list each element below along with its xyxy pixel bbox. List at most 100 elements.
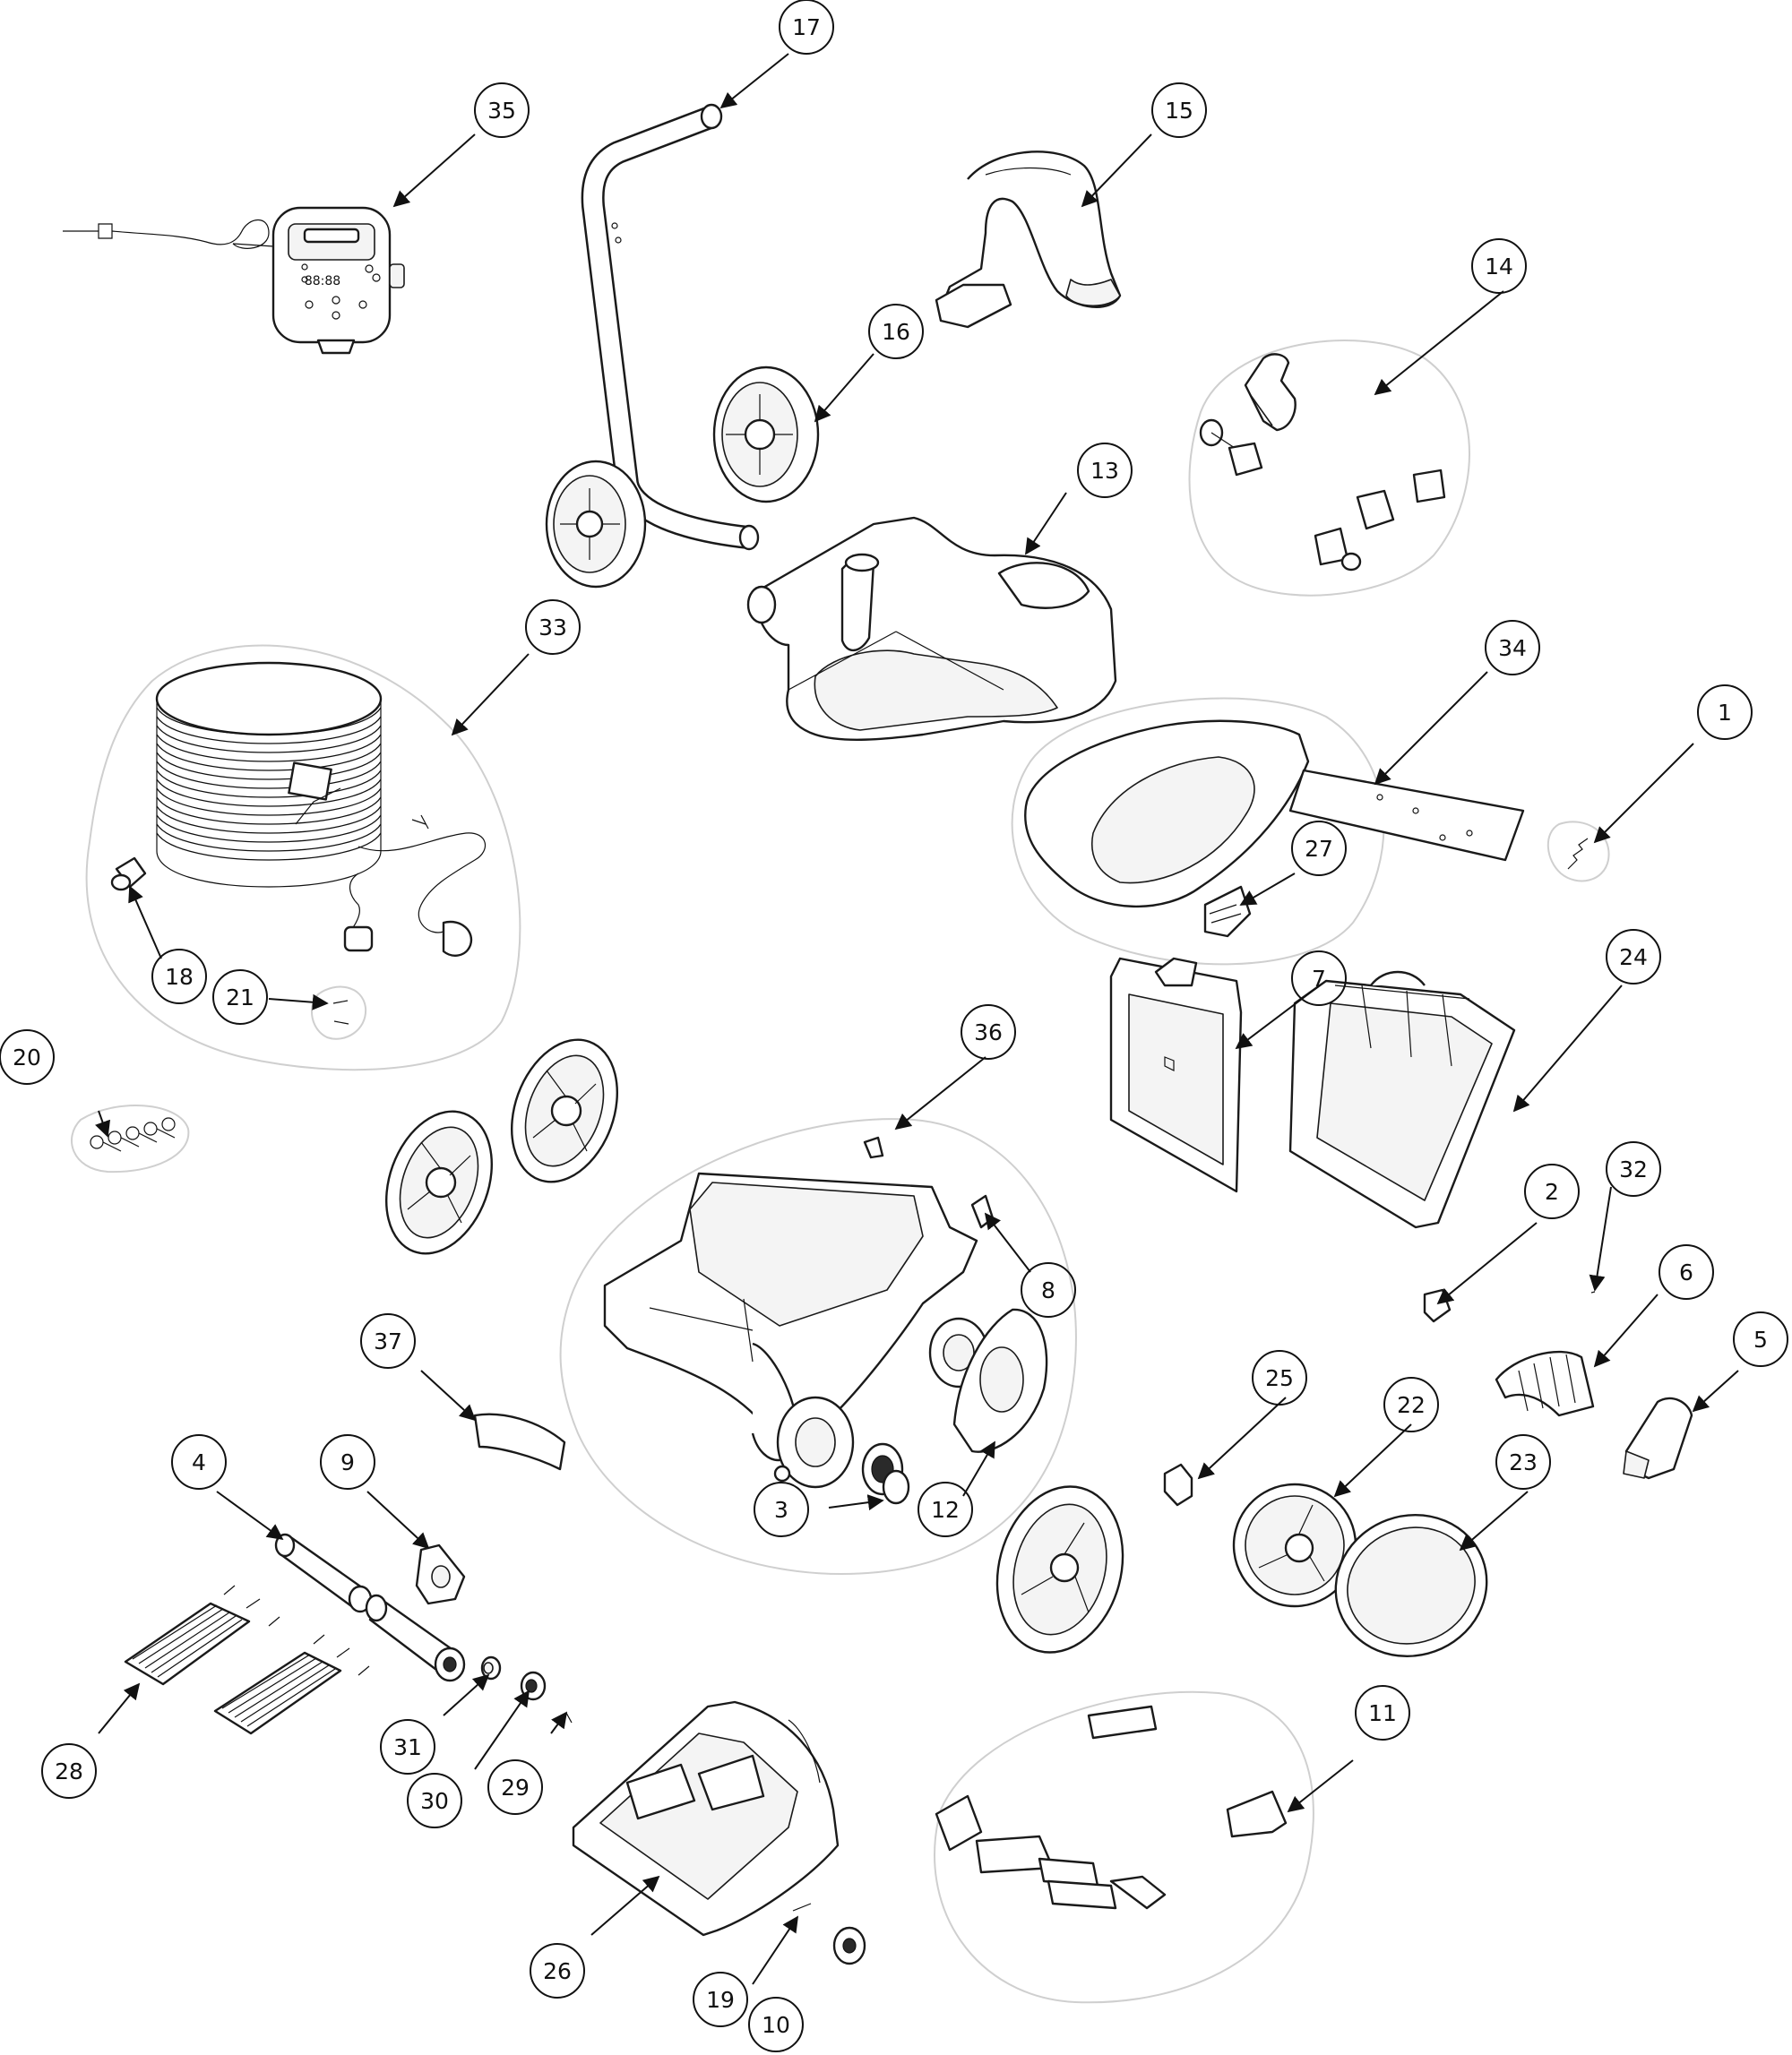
svg-text:36: 36: [974, 1019, 1003, 1045]
callout-31: 31: [380, 1719, 435, 1775]
callout-34: 34: [1485, 620, 1540, 675]
callout-10: 10: [748, 1997, 804, 2052]
svg-text:3: 3: [774, 1497, 788, 1523]
robot-lid: [1024, 719, 1525, 908]
group-outline-21: [311, 985, 367, 1040]
cable-clips: [332, 1000, 349, 1025]
svg-text:29: 29: [501, 1775, 530, 1801]
hose-clips: [90, 1117, 176, 1152]
group-outline-33: [85, 644, 521, 1071]
robot-chassis: [603, 1172, 989, 1489]
front-bumper: [473, 1413, 566, 1471]
callout-14: 14: [1471, 238, 1527, 294]
group-outline-14: [1188, 340, 1470, 597]
svg-text:23: 23: [1509, 1449, 1538, 1475]
svg-text:24: 24: [1619, 944, 1648, 970]
svg-text:7: 7: [1312, 966, 1326, 992]
callout-37: 37: [360, 1313, 416, 1369]
lid-latch: [1203, 885, 1252, 938]
svg-text:10: 10: [762, 2012, 790, 2038]
robot-wheel-left-front: [384, 1110, 494, 1255]
svg-text:34: 34: [1498, 635, 1527, 661]
group-outline-1: [1546, 821, 1610, 882]
callout-21: 21: [212, 969, 268, 1025]
leader-lines: [95, 53, 1739, 1985]
power-supply-display: 88:88: [305, 274, 340, 288]
svg-text:1: 1: [1718, 700, 1732, 726]
filter-frame: [1109, 957, 1243, 1193]
top-cover: [746, 516, 1117, 741]
svg-text:13: 13: [1090, 458, 1119, 484]
side-plate: [952, 1308, 1048, 1453]
svg-text:8: 8: [1041, 1277, 1055, 1303]
group-outline-11: [934, 1690, 1314, 2004]
svg-text:22: 22: [1397, 1392, 1426, 1418]
small-impeller-clip: [1423, 1288, 1452, 1323]
small-gear: [832, 1926, 866, 1965]
svg-text:26: 26: [543, 1958, 572, 1984]
callout-2: 2: [1524, 1164, 1580, 1219]
svg-text:12: 12: [931, 1497, 960, 1523]
svg-text:15: 15: [1165, 98, 1193, 124]
callout-9: 9: [320, 1434, 375, 1490]
callout-36: 36: [961, 1004, 1016, 1060]
svg-text:32: 32: [1619, 1156, 1648, 1182]
callout-29: 29: [487, 1759, 543, 1815]
callout-12: 12: [918, 1482, 973, 1537]
callout-4: 4: [171, 1434, 227, 1490]
roller-pin: [565, 1712, 573, 1724]
callout-8: 8: [1021, 1262, 1076, 1318]
callout-11: 11: [1355, 1685, 1410, 1741]
callout-16: 16: [868, 304, 924, 359]
floating-cable-coil: [110, 661, 487, 957]
svg-text:6: 6: [1679, 1260, 1693, 1285]
group-outline-20: [71, 1105, 190, 1174]
group-outline-34: [1011, 697, 1385, 966]
spring: [1567, 838, 1589, 870]
caddy-cradle: [935, 150, 1122, 329]
callout-3: 3: [754, 1482, 809, 1537]
callout-17: 17: [779, 0, 834, 55]
svg-text:30: 30: [420, 1788, 449, 1814]
svg-text:4: 4: [192, 1449, 206, 1475]
svg-text:19: 19: [706, 1987, 735, 2013]
wheel-bushing: [1163, 1463, 1193, 1507]
group-outline-36: [559, 1118, 1077, 1576]
callout-15: 15: [1151, 82, 1207, 138]
bumper-kit-parts: [935, 1705, 1288, 1910]
callout-24: 24: [1606, 929, 1661, 985]
caddy-wheel-lower: [545, 460, 647, 589]
svg-text:33: 33: [538, 615, 567, 641]
robot-wheel-left-rear: [510, 1038, 619, 1183]
motor-cap: [1623, 1397, 1693, 1480]
brush-rollers: [274, 1533, 466, 1682]
callout-18: 18: [151, 949, 207, 1004]
robot-wheel-right: [995, 1485, 1124, 1654]
svg-text:9: 9: [340, 1449, 355, 1475]
svg-text:25: 25: [1265, 1365, 1294, 1391]
svg-text:35: 35: [487, 98, 516, 124]
callout-27: 27: [1291, 821, 1347, 876]
callout-33: 33: [525, 599, 581, 655]
wheel-hub: [1232, 1483, 1357, 1608]
callout-22: 22: [1383, 1377, 1439, 1432]
callout-7: 7: [1291, 950, 1347, 1006]
callout-19: 19: [693, 1972, 748, 2027]
svg-text:28: 28: [55, 1758, 83, 1784]
callout-13: 13: [1077, 443, 1133, 498]
svg-text:21: 21: [226, 985, 254, 1010]
svg-text:27: 27: [1305, 836, 1333, 862]
svg-text:14: 14: [1485, 254, 1513, 279]
drive-gear: [861, 1442, 910, 1505]
pvc-brushes: [124, 1585, 370, 1735]
callout-26: 26: [530, 1943, 585, 1999]
filter-basket: [1288, 970, 1516, 1229]
callout-30: 30: [407, 1773, 462, 1828]
wheel-tire: [1334, 1513, 1488, 1658]
roller-bracket: [415, 1543, 466, 1605]
svg-text:20: 20: [13, 1045, 41, 1070]
svg-text:16: 16: [882, 319, 910, 345]
svg-text:5: 5: [1753, 1327, 1768, 1353]
